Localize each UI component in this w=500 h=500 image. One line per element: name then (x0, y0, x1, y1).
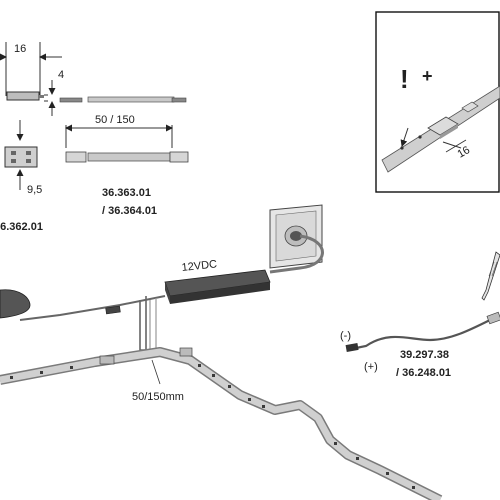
wall-socket (269, 204, 323, 269)
strip-connector-right (179, 347, 193, 357)
screwdriver-icon (481, 251, 500, 301)
power-lead (345, 311, 500, 352)
part-number-power-lead-a: 39.297.38 (400, 349, 449, 361)
plug-connector (105, 305, 121, 315)
connector-top-view (4, 120, 38, 190)
part-number-power-lead-b: / 36.248.01 (396, 367, 451, 379)
strip-top-view (65, 124, 189, 163)
inset-warning-icon: ! (400, 64, 409, 94)
inset-plus-icon: + (422, 66, 433, 86)
led-strip (0, 347, 443, 500)
dim-inset-width: 16 (456, 144, 473, 161)
strip-connector-left (99, 355, 115, 365)
dim-connector-height: 4 (58, 69, 64, 81)
remote-switch (0, 289, 31, 319)
part-number-strip-connector-b: / 36.364.01 (102, 205, 157, 217)
inset-panel (375, 11, 500, 193)
polarity-positive: (+) (364, 361, 378, 373)
polarity-negative: (-) (340, 330, 351, 342)
lead-loop (139, 296, 157, 353)
part-number-strip-connector-a: 36.363.01 (102, 187, 151, 199)
dim-connector-width: 16 (14, 43, 26, 55)
strip-side-view (59, 96, 187, 103)
dim-strip-length: 50 / 150 (95, 114, 135, 126)
power-supply-label: 12VDC (181, 258, 218, 274)
part-number-single-connector: 36.362.01 (0, 221, 43, 233)
lead-length-label: 50/150mm (132, 391, 184, 403)
connector-side-view (0, 42, 62, 116)
dim-connector-depth: 9,5 (27, 184, 42, 196)
power-supply (164, 269, 271, 304)
